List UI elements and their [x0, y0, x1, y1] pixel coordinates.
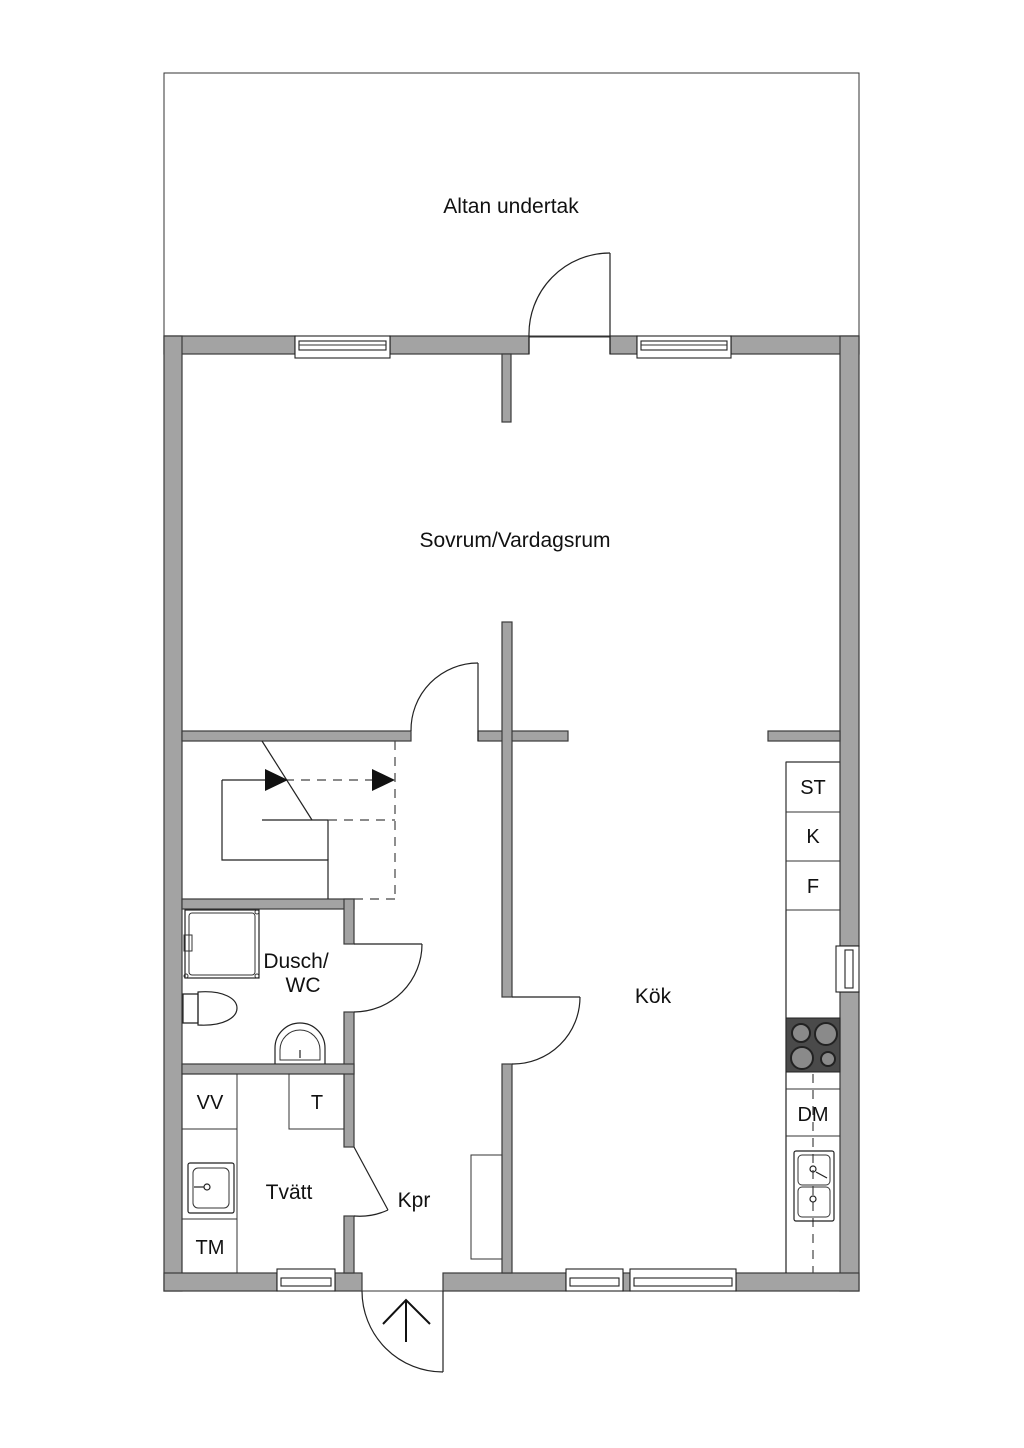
- fixture-label-f: F: [807, 876, 819, 898]
- wall-top-mid: [389, 335, 530, 355]
- wall-top-left: [163, 335, 296, 355]
- window-bottom-kitchen-2: [629, 1268, 737, 1292]
- door-bathroom: [353, 943, 423, 1013]
- wall-right-upper: [839, 335, 860, 947]
- room-label-kpr: Kpr: [398, 1189, 431, 1212]
- room-label-tvatt: Tvätt: [266, 1181, 313, 1204]
- door-tvatt: [353, 1146, 389, 1217]
- wall-bath-right-upper: [343, 898, 355, 945]
- wall-bath-right-lower: [343, 1011, 355, 1148]
- fixture-label-vv: VV: [197, 1092, 224, 1114]
- hall-bench: [470, 1154, 503, 1260]
- washbasin: [274, 1022, 326, 1064]
- door-altan: [528, 252, 611, 354]
- kitchen-sink: [793, 1150, 835, 1222]
- wall-cross-horizontal: [477, 730, 569, 742]
- stair-arrow-icon: [372, 769, 395, 791]
- stair-arrow-icon: [265, 769, 288, 791]
- wall-center-upper: [501, 621, 513, 998]
- door-entrance: [361, 1290, 444, 1373]
- stove: [785, 1017, 841, 1073]
- entrance-arrow-icon: [382, 1298, 431, 1342]
- utility-sink: [187, 1162, 235, 1214]
- fixture-label-st: ST: [800, 777, 826, 799]
- room-label-kok: Kök: [635, 985, 672, 1008]
- wall-bottom-3: [442, 1272, 567, 1292]
- wall-right-lower: [839, 991, 860, 1292]
- wall-bath-bottom: [181, 1063, 355, 1075]
- fixture-label-dm: DM: [797, 1104, 828, 1126]
- wall-bottom-5: [735, 1272, 860, 1292]
- wall-bottom-2: [334, 1272, 363, 1292]
- fixture-label-tm: TM: [196, 1237, 225, 1259]
- wall-bottom-4: [622, 1272, 631, 1292]
- fixture-label-k: K: [806, 826, 820, 848]
- door-kitchen: [511, 996, 581, 1065]
- door-sovrum: [410, 662, 479, 741]
- window-bottom-tvatt: [276, 1268, 336, 1292]
- fixture-label-t: T: [311, 1092, 323, 1114]
- stairs: [221, 740, 396, 900]
- wall-bottom-1: [163, 1272, 278, 1292]
- wall-sovrum-bottom: [181, 730, 412, 742]
- toilet: [182, 991, 238, 1026]
- wall-stub-top: [501, 353, 512, 423]
- window-top-left: [294, 335, 391, 359]
- wall-top-mid2: [609, 335, 638, 355]
- window-bottom-kitchen-1: [565, 1268, 624, 1292]
- room-label-dusch: Dusch/: [263, 950, 329, 973]
- shower: [183, 909, 260, 979]
- window-top-right: [636, 335, 732, 359]
- room-label-sovrum: Sovrum/Vardagsrum: [419, 529, 610, 552]
- wall-bath-top: [181, 898, 355, 910]
- room-label-wc: WC: [286, 974, 321, 997]
- tvatt-cabinets: [181, 1073, 345, 1274]
- room-label-altan: Altan undertak: [443, 195, 579, 218]
- wall-tvatt-right-lower: [343, 1215, 355, 1274]
- wall-center-lower: [501, 1063, 513, 1274]
- wall-kitchen-right-top: [767, 730, 841, 742]
- wall-left: [163, 335, 183, 1292]
- window-right-kitchen: [835, 945, 860, 993]
